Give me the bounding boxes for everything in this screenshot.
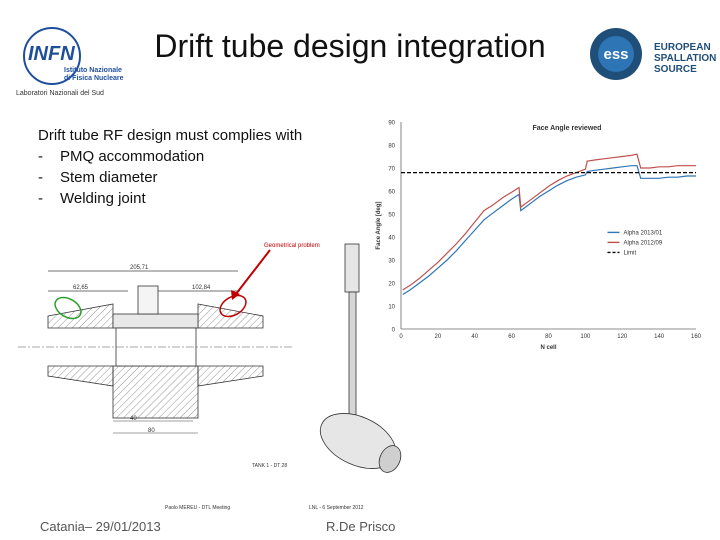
ess-logo-text: EUROPEAN SPALLATION SOURCE	[654, 42, 716, 75]
drift-tube-upper-shell	[112, 313, 199, 329]
infn-logo: INFN Istituto Nazionale di Fisica Nuclea…	[14, 22, 132, 100]
drift-tube-lower-left	[47, 365, 114, 387]
x-tick-label: 120	[617, 334, 628, 340]
legend-label: Alpha 2012/09	[624, 240, 663, 246]
slide-title: Drift tube design integration	[154, 28, 546, 64]
x-tick-label: 140	[654, 334, 665, 340]
y-axis-label: Face Angle [deg]	[376, 201, 382, 249]
infn-logo-ring	[23, 27, 81, 85]
ess-logo-line1: EUROPEAN	[654, 42, 711, 53]
dimension-bore1: 40	[130, 416, 137, 422]
bullet-item: PMQ accommodation	[38, 146, 302, 167]
face-angle-chart: 0 10 20 30 40 50 60 70 80 90 0 20 40 60 80 100 120 140 160…	[368, 112, 710, 357]
dimension-total: 205,71	[130, 265, 149, 271]
stem-head-3d	[344, 243, 360, 293]
infn-logo-text: INFN	[28, 43, 75, 65]
stem-rod-3d	[348, 291, 357, 418]
x-tick-label: 100	[580, 334, 591, 340]
stem-stub	[137, 285, 159, 315]
weld-circle-red	[219, 294, 247, 318]
drawing-caption-author: Paolo MEREU - DTL Meeting	[165, 505, 230, 511]
x-tick-label: 0	[399, 334, 403, 340]
y-tick-label: 50	[388, 213, 395, 219]
ess-logo-line3: SOURCE	[654, 64, 697, 75]
bullet-list: Drift tube RF design must complies with …	[38, 125, 302, 209]
ess-logo: ess	[586, 26, 710, 82]
drift-tube-3d-face	[378, 445, 402, 473]
drawing-caption-tank: TANK 1 - DT 28	[252, 463, 287, 469]
y-tick-label: 70	[388, 167, 395, 173]
annotation-arrow	[235, 249, 271, 295]
legend-label: Limit	[624, 250, 637, 256]
bullet-intro: Drift tube RF design must complies with	[38, 127, 303, 144]
series-line-1	[402, 153, 696, 291]
drawing-caption-date: LNL - 6 September 2012	[309, 505, 364, 511]
legend-label: Alpha 2013/01	[624, 230, 663, 236]
bullet-item: Stem diameter	[38, 167, 302, 188]
series-line-0	[402, 165, 696, 296]
y-tick-label: 20	[388, 282, 395, 288]
y-tick-label: 30	[388, 259, 395, 265]
ess-logo-mark: ess	[603, 46, 628, 63]
weld-circle-green	[54, 296, 82, 320]
dimension-right: 102,84	[192, 285, 211, 291]
dimension-left: 62,65	[73, 285, 89, 291]
drift-tube-lower-shell	[112, 365, 199, 419]
x-tick-label: 20	[435, 334, 442, 340]
infn-logo-lab: Laboratori Nazionali del Sud	[16, 90, 104, 97]
footer-author: R.De Prisco	[326, 519, 396, 534]
x-tick-label: 60	[508, 334, 515, 340]
geometrical-problem-label: Geometrical problem	[264, 243, 320, 249]
y-tick-label: 80	[388, 144, 395, 150]
x-tick-label: 160	[691, 334, 702, 340]
drift-tube-drawing: 205,71 62,65 102,84 Geometrical problem …	[8, 236, 413, 516]
x-tick-label: 80	[545, 334, 552, 340]
dimension-bore2: 80	[148, 428, 155, 434]
y-tick-label: 10	[388, 305, 395, 311]
face-angle-chart-svg: 0 10 20 30 40 50 60 70 80 90 0 20 40 60 80 100 120 140 160…	[376, 121, 702, 352]
y-tick-label: 60	[388, 190, 395, 196]
drift-tube-lower-right	[197, 365, 264, 387]
chart-title: Face Angle reviewed	[532, 125, 601, 132]
y-tick-label: 90	[388, 121, 395, 127]
y-tick-label: 40	[388, 236, 395, 242]
ess-logo-inner	[598, 36, 634, 72]
footer-date: Catania– 29/01/2013	[40, 519, 161, 534]
x-tick-label: 40	[471, 334, 478, 340]
infn-logo-line1: Istituto Nazionale	[64, 67, 122, 74]
infn-logo-line2: di Fisica Nucleare	[64, 75, 124, 82]
bullet-item: Welding joint	[38, 188, 302, 209]
y-tick-label: 0	[392, 328, 396, 334]
x-axis-label: N cell	[540, 345, 556, 351]
ess-logo-line2: SPALLATION	[654, 53, 717, 64]
